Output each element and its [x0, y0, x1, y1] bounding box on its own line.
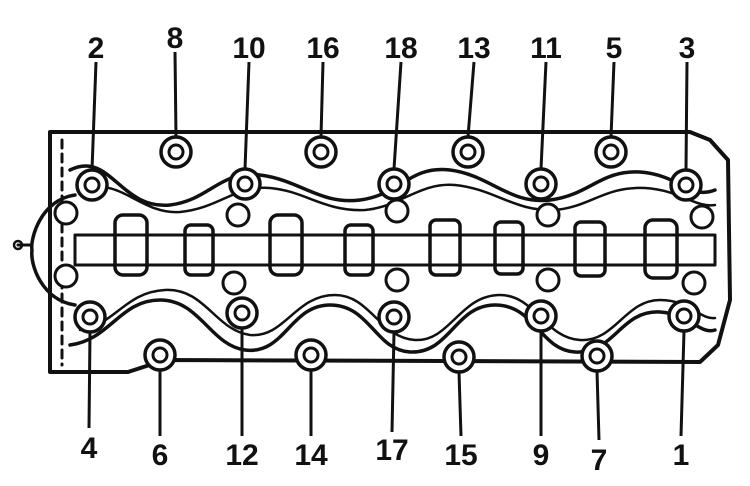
bolt-label-6: 6 — [152, 439, 169, 472]
leader-line-1 — [679, 330, 686, 437]
bolt-label-11: 11 — [530, 32, 562, 65]
bearing-cap-bolt — [681, 270, 707, 296]
leader-line-4 — [87, 331, 92, 429]
cam-lobe — [268, 213, 304, 277]
bolt-label-7: 7 — [591, 444, 608, 477]
bearing-cap-bolt — [689, 204, 715, 230]
leader-line-16 — [319, 61, 325, 138]
cam-lobe — [183, 223, 215, 277]
cam-lobe — [113, 213, 149, 277]
head-bolt-16 — [304, 135, 338, 169]
cam-lobe — [493, 220, 525, 276]
bearing-cap-bolt — [384, 267, 410, 293]
head-bolt-3 — [669, 168, 703, 202]
bolt-label-9: 9 — [533, 439, 550, 472]
bearing-cap-bolt — [535, 202, 561, 228]
head-bolt-14 — [294, 338, 328, 372]
leader-line-18 — [392, 61, 403, 170]
bolt-label-12: 12 — [225, 439, 258, 472]
bearing-cap-bolts — [53, 198, 715, 296]
bolt-label-14: 14 — [294, 439, 328, 472]
leader-line-7 — [595, 370, 601, 441]
bolt-label-2: 2 — [88, 32, 105, 65]
lower-casting-contour — [68, 298, 717, 354]
lower-casting-contour-2 — [78, 288, 717, 342]
camshaft — [73, 213, 717, 280]
bearing-cap-bolt — [384, 198, 410, 224]
head-bolt-11 — [524, 167, 558, 201]
head-bolt-2 — [75, 168, 109, 202]
bolt-label-5: 5 — [606, 32, 623, 65]
bearing-cap-bolt — [225, 202, 251, 228]
head-bolt-5 — [594, 135, 628, 169]
leader-lines — [87, 51, 689, 441]
head-bolt-6 — [143, 338, 177, 372]
bolt-label-17: 17 — [375, 434, 408, 467]
head-bolt-1 — [667, 299, 701, 333]
bolt-label-8: 8 — [167, 22, 184, 55]
bolt-label-18: 18 — [384, 32, 417, 65]
leader-line-8 — [173, 51, 178, 138]
cam-lobe — [643, 218, 679, 280]
head-bolt-8 — [159, 135, 193, 169]
bolt-label-1: 1 — [673, 439, 690, 472]
bearing-cap-bolt — [53, 200, 79, 226]
head-bolt-4 — [73, 300, 107, 334]
head-bolt-12 — [225, 296, 259, 330]
head-bolt-9 — [524, 299, 558, 333]
bolt-label-4: 4 — [81, 432, 98, 465]
bolt-label-16: 16 — [306, 32, 339, 65]
bearing-cap-bolt — [53, 263, 79, 289]
cam-lobe — [343, 223, 375, 277]
leader-line-5 — [609, 61, 616, 138]
cam-lobe — [428, 218, 462, 277]
bolt-label-3: 3 — [679, 32, 696, 65]
bolt-label-15: 15 — [444, 439, 477, 472]
camshaft-journal-bar — [73, 233, 717, 267]
leader-line-2 — [90, 61, 98, 171]
bolt-label-10: 10 — [232, 32, 265, 65]
head-bolt-17 — [377, 300, 411, 334]
head-bolt-18 — [377, 167, 411, 201]
bearing-cap-bolt — [221, 270, 247, 296]
leader-line-10 — [243, 61, 251, 170]
head-bolt-15 — [442, 340, 476, 374]
head-bolt-10 — [228, 167, 262, 201]
bolt-label-13: 13 — [457, 32, 490, 65]
leader-line-17 — [390, 331, 396, 433]
camshaft-nose-tip — [12, 239, 24, 251]
leader-line-11 — [539, 61, 548, 170]
camshaft-front-cap — [30, 193, 77, 307]
head-bolt-13 — [451, 135, 485, 169]
leader-line-13 — [466, 61, 476, 138]
bearing-cap-bolt — [535, 267, 561, 293]
leader-line-15 — [457, 371, 463, 437]
head-bolts — [73, 135, 703, 374]
cylinder-head-outline — [48, 130, 732, 374]
leader-line-3 — [684, 61, 689, 171]
cam-lobe — [573, 220, 607, 278]
head-bolt-7 — [580, 339, 614, 373]
